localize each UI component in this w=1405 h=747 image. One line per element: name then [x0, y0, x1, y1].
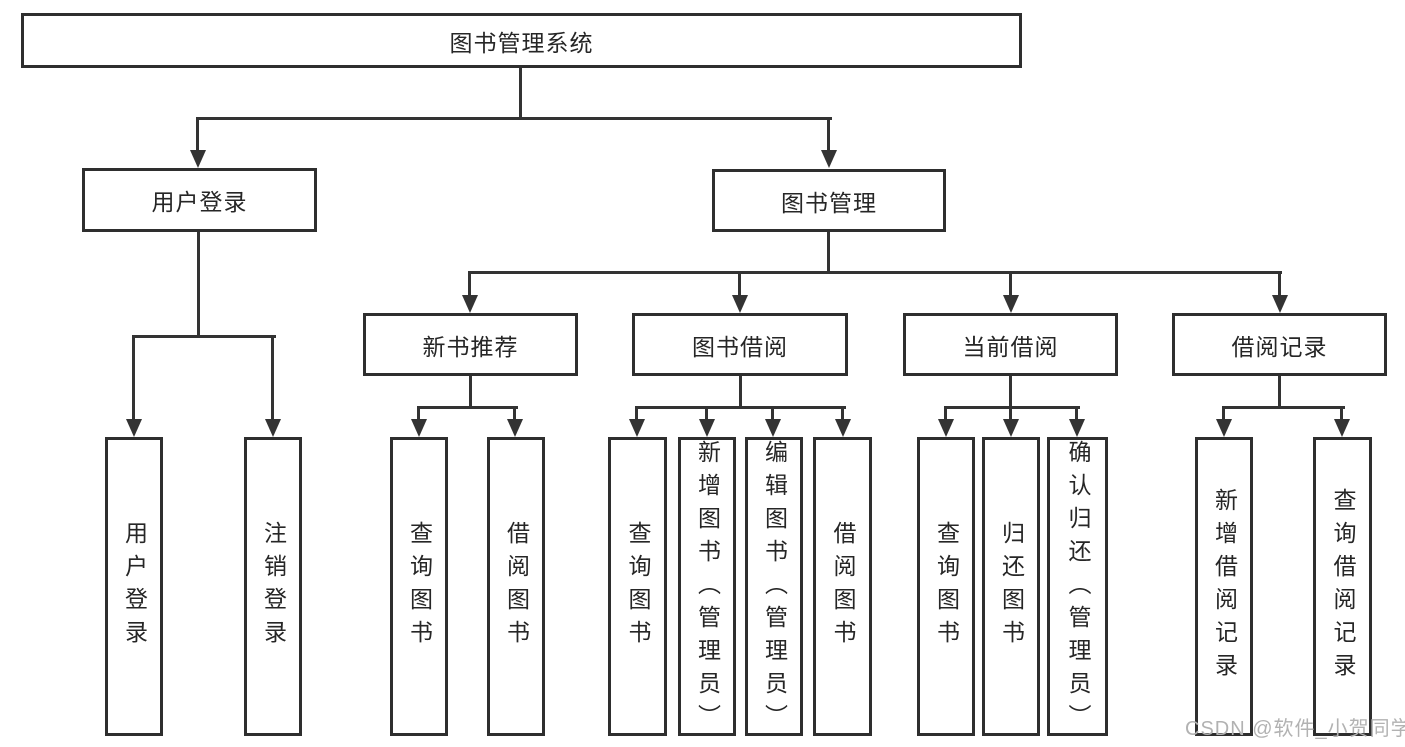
arrowhead-icon	[699, 419, 715, 437]
arrowhead-icon	[821, 150, 837, 168]
arrowhead-icon	[732, 295, 748, 313]
leaf-query-books-borrow: 查询图书	[608, 437, 667, 736]
leaf-add-borrow-record: 新增借阅记录	[1195, 437, 1253, 736]
leaf-add-books-admin-label: 新增图书（管理员）	[694, 440, 721, 737]
leaf-borrow-books-label: 借阅图书	[830, 520, 856, 653]
leaf-edit-books-admin-label: 编辑图书（管理员）	[761, 440, 788, 737]
node-borrow-record-label: 借阅记录	[1231, 333, 1328, 360]
leaf-query-books-recommend-label: 查询图书	[406, 520, 433, 653]
connector-stem	[1009, 271, 1012, 297]
leaf-confirm-return-admin-label: 确认归还（管理员）	[1065, 440, 1091, 737]
connector-newbook-horizontal	[417, 406, 518, 409]
arrowhead-icon	[765, 419, 781, 437]
connector-stem	[1075, 406, 1078, 421]
connector-level3-horizontal	[468, 271, 1282, 274]
arrowhead-icon	[190, 150, 206, 168]
connector-stem	[1009, 406, 1012, 421]
leaf-user-login: 用户登录	[105, 437, 163, 736]
arrowhead-icon	[1216, 419, 1232, 437]
connector-borrowrecord-horizontal	[1222, 406, 1345, 409]
connector-stem	[1222, 406, 1225, 421]
leaf-query-books-recommend: 查询图书	[390, 437, 448, 736]
node-borrow-record: 借阅记录	[1172, 313, 1387, 376]
node-library-system: 图书管理系统	[21, 13, 1022, 68]
node-new-book-recommend: 新书推荐	[363, 313, 578, 376]
connector-level2-horizontal	[196, 117, 832, 120]
connector-root-vertical	[519, 68, 522, 120]
arrowhead-icon	[411, 419, 427, 437]
connector-bookborrow-horizontal	[635, 406, 846, 409]
arrowhead-icon	[1003, 419, 1019, 437]
connector-userlogin-horizontal	[132, 335, 276, 338]
connector-stem	[271, 335, 274, 421]
arrowhead-icon	[126, 419, 142, 437]
connector-bookmgmt-vertical	[827, 232, 830, 274]
arrowhead-icon	[1334, 419, 1350, 437]
connector-userlogin-vertical	[197, 232, 200, 338]
connector-stem	[1278, 271, 1281, 297]
node-user-login: 用户登录	[82, 168, 317, 232]
arrowhead-icon	[1069, 419, 1085, 437]
connector-stem	[1340, 406, 1343, 421]
connector-stem	[196, 117, 199, 154]
arrowhead-icon	[629, 419, 645, 437]
arrowhead-icon	[265, 419, 281, 437]
leaf-borrow-books-recommend: 借阅图书	[487, 437, 545, 736]
node-book-management-label: 图书管理	[781, 189, 877, 216]
arrowhead-icon	[835, 419, 851, 437]
leaf-query-borrow-record: 查询借阅记录	[1313, 437, 1372, 736]
node-book-management: 图书管理	[712, 169, 946, 232]
arrowhead-icon	[1272, 295, 1288, 313]
leaf-query-borrow-record-label: 查询借阅记录	[1330, 487, 1356, 686]
leaf-query-books-borrow-label: 查询图书	[625, 520, 651, 653]
connector-stem	[132, 335, 135, 421]
connector-stem	[705, 406, 708, 421]
node-user-login-label: 用户登录	[151, 189, 248, 215]
arrowhead-icon	[507, 419, 523, 437]
connector-bookborrow-vertical	[739, 376, 742, 409]
connector-stem	[738, 271, 741, 297]
leaf-confirm-return-admin: 确认归还（管理员）	[1047, 437, 1108, 737]
leaf-return-books-label: 归还图书	[998, 520, 1025, 653]
arrowhead-icon	[1003, 295, 1019, 313]
leaf-borrow-books: 借阅图书	[813, 437, 872, 736]
connector-stem	[827, 117, 830, 154]
leaf-query-books-current: 查询图书	[917, 437, 975, 736]
connector-stem	[417, 406, 420, 421]
connector-stem	[468, 271, 471, 297]
leaf-add-borrow-record-label: 新增借阅记录	[1211, 487, 1238, 686]
connector-newbook-vertical	[469, 376, 472, 409]
leaf-user-login-label: 用户登录	[121, 520, 148, 653]
leaf-borrow-books-recommend-label: 借阅图书	[503, 520, 530, 653]
connector-stem	[513, 406, 516, 421]
leaf-add-books-admin: 新增图书（管理员）	[678, 437, 736, 737]
leaf-logout-label: 注销登录	[260, 520, 287, 653]
connector-borrowrecord-vertical	[1278, 376, 1281, 409]
node-book-borrow-label: 图书借阅	[692, 333, 788, 360]
node-library-system-label: 图书管理系统	[449, 29, 594, 56]
leaf-query-books-current-label: 查询图书	[933, 520, 960, 653]
connector-stem	[635, 406, 638, 421]
leaf-logout: 注销登录	[244, 437, 302, 736]
connector-stem	[944, 406, 947, 421]
csdn-watermark: CSDN @软件_小贺同学	[1185, 718, 1405, 740]
connector-currentborrow-horizontal	[944, 406, 1080, 409]
arrowhead-icon	[938, 419, 954, 437]
connector-stem	[841, 406, 844, 421]
leaf-return-books: 归还图书	[982, 437, 1040, 736]
leaf-edit-books-admin: 编辑图书（管理员）	[745, 437, 803, 737]
node-current-borrow: 当前借阅	[903, 313, 1118, 376]
arrowhead-icon	[462, 295, 478, 313]
node-new-book-recommend-label: 新书推荐	[422, 333, 519, 360]
node-book-borrow: 图书借阅	[632, 313, 848, 376]
connector-stem	[771, 406, 774, 421]
connector-currentborrow-vertical	[1009, 376, 1012, 409]
node-current-borrow-label: 当前借阅	[962, 333, 1059, 360]
